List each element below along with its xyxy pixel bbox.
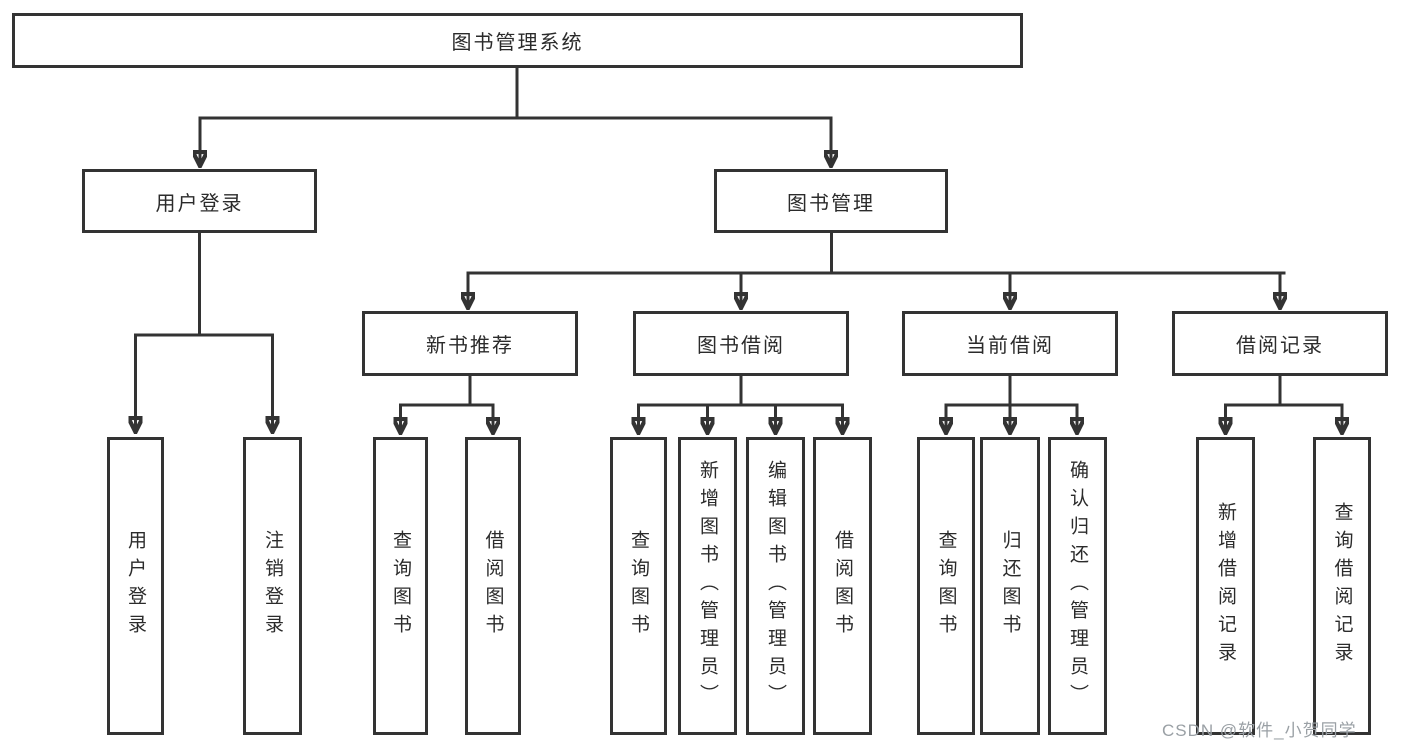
leaf-query-books: 查询图书	[373, 437, 428, 735]
leaf-label: 查询图书	[935, 530, 957, 642]
node-root: 图书管理系统	[12, 13, 1023, 68]
leaf-edit-books-admin: 编辑图书（管理员）	[746, 437, 805, 735]
leaf-label: 查询图书	[390, 530, 411, 642]
leaf-query-books: 查询图书	[917, 437, 975, 735]
leaf-user-login: 用户登录	[107, 437, 164, 735]
leaf-confirm-return-admin: 确认归还（管理员）	[1048, 437, 1107, 735]
node-user-login: 用户登录	[82, 169, 317, 233]
leaf-query-books: 查询图书	[610, 437, 667, 735]
leaf-label: 借阅图书	[832, 530, 853, 642]
leaf-query-borrow-record: 查询借阅记录	[1313, 437, 1371, 735]
leaf-label: 编辑图书（管理员）	[765, 460, 786, 712]
node-current-borrow: 当前借阅	[902, 311, 1118, 376]
node-book-borrow: 图书借阅	[633, 311, 849, 376]
node-borrow-records: 借阅记录	[1172, 311, 1388, 376]
leaf-label: 借阅图书	[482, 530, 504, 642]
leaf-label: 新增图书（管理员）	[697, 460, 718, 712]
leaf-label: 新增借阅记录	[1215, 502, 1236, 670]
node-book-management: 图书管理	[714, 169, 948, 233]
leaf-label: 注销登录	[262, 530, 283, 642]
node-new-book-recommend: 新书推荐	[362, 311, 578, 376]
leaf-return-books: 归还图书	[980, 437, 1040, 735]
leaf-label: 确认归还（管理员）	[1067, 460, 1088, 712]
leaf-add-borrow-record: 新增借阅记录	[1196, 437, 1255, 735]
leaf-logout: 注销登录	[243, 437, 302, 735]
leaf-label: 查询图书	[628, 530, 649, 642]
leaf-label: 用户登录	[125, 530, 146, 642]
csdn-watermark: CSDN @软件_小贺同学	[1162, 721, 1357, 740]
leaf-add-books-admin: 新增图书（管理员）	[678, 437, 737, 735]
leaf-borrow-books: 借阅图书	[813, 437, 872, 735]
leaf-borrow-books: 借阅图书	[465, 437, 521, 735]
leaf-label: 查询借阅记录	[1331, 502, 1353, 670]
leaf-label: 归还图书	[999, 530, 1021, 642]
